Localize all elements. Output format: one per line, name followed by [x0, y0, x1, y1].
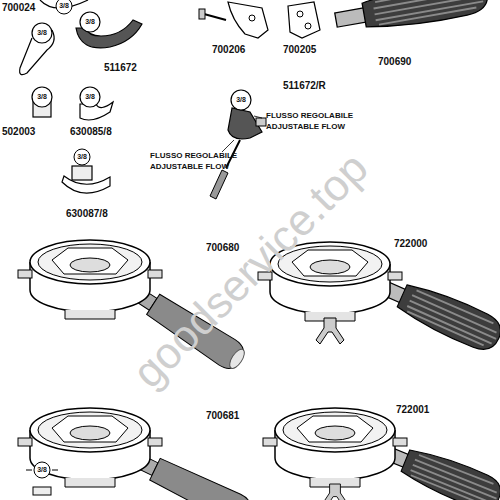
part-number: 700681: [206, 410, 239, 421]
thread-size: 3/8: [77, 153, 87, 161]
note: ADJUSTABLE FLOW: [150, 163, 229, 172]
part-number: 502003: [2, 126, 35, 137]
thread-size: 3/8: [236, 96, 246, 104]
part-number: 700205: [283, 44, 316, 55]
part-number: 511672/R: [283, 80, 326, 91]
thread-size: 3/8: [37, 29, 47, 37]
part-number: 700680: [206, 242, 239, 253]
part-number: 700024: [2, 2, 35, 13]
note: FLUSSO REGOLABILE: [150, 152, 237, 161]
part-number: 630087/8: [66, 208, 108, 219]
part-number: 700206: [212, 44, 245, 55]
thread-size: 3/8: [85, 93, 95, 101]
note: ADJUSTABLE FLOW: [266, 123, 345, 132]
thread-size: 3/8: [37, 93, 47, 101]
part-number: 722001: [396, 404, 429, 415]
thread-size: 3/8: [85, 18, 95, 26]
part-number: 722000: [394, 238, 427, 249]
note: FLUSSO REGOLABILE: [266, 112, 353, 121]
part-number: 700690: [378, 56, 411, 67]
part-number: 630085/8: [70, 126, 112, 137]
part-number: 511672: [104, 62, 137, 73]
thread-size: 3/8: [37, 466, 47, 474]
thread-size: 3/8: [59, 2, 69, 10]
